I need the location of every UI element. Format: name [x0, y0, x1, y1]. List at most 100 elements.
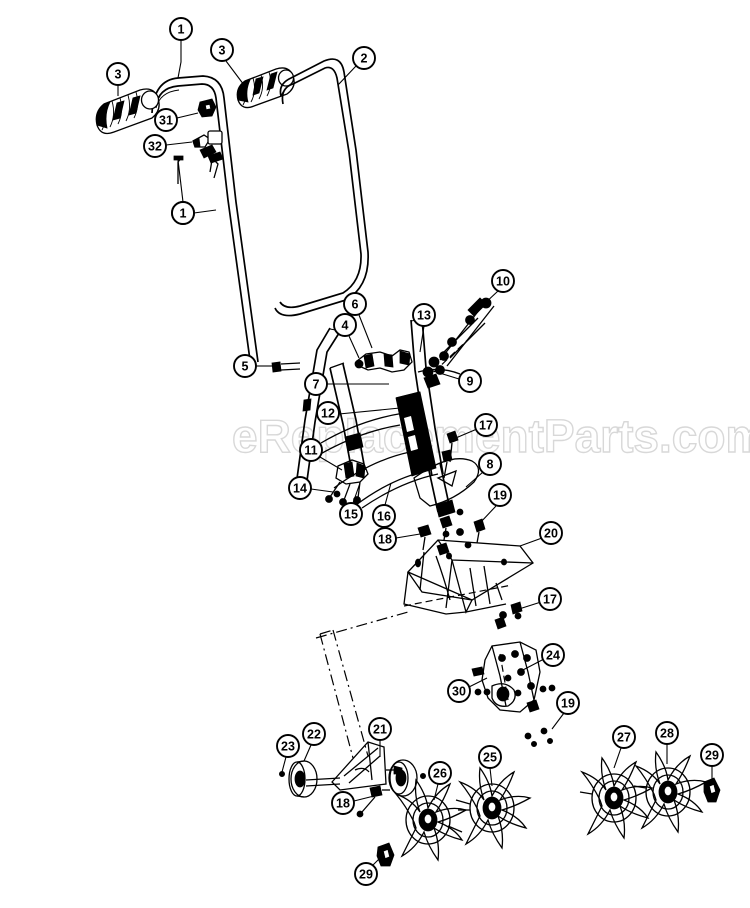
callout-bubble-5[interactable] — [233, 354, 257, 378]
callout-31[interactable]: 31 — [154, 108, 199, 132]
callout-leader-27 — [613, 747, 622, 769]
callout-29[interactable]: 29 — [354, 855, 383, 886]
callout-25[interactable]: 25 — [478, 745, 502, 787]
callout-27[interactable]: 27 — [612, 725, 636, 769]
callout-number-27: 27 — [617, 731, 631, 745]
frame-center-column — [329, 362, 366, 473]
callout-bubble-31[interactable] — [154, 108, 178, 132]
callout-number-13: 13 — [417, 309, 431, 323]
callout-number-22: 22 — [307, 728, 321, 742]
callout-9[interactable]: 9 — [429, 369, 482, 393]
callout-bubble-15[interactable] — [339, 502, 363, 526]
callout-bubble-1[interactable] — [169, 17, 193, 41]
callout-24[interactable]: 24 — [520, 643, 565, 672]
callout-bubble-20[interactable] — [539, 521, 563, 545]
tine-assembly-28 — [633, 750, 708, 834]
callout-bubble-27[interactable] — [612, 725, 636, 749]
callout-bubble-24[interactable] — [541, 643, 565, 667]
callout-bubble-10[interactable] — [491, 269, 515, 293]
callout-26[interactable]: 26 — [428, 761, 452, 801]
tine-assembly-26 — [393, 778, 468, 862]
callout-bubble-14[interactable] — [288, 476, 312, 500]
callout-28[interactable]: 28 — [655, 721, 679, 764]
callout-bubble-28[interactable] — [655, 721, 679, 745]
callout-leader-16 — [384, 482, 392, 506]
callout-5[interactable]: 5 — [233, 354, 272, 378]
callout-bubble-29[interactable] — [354, 862, 378, 886]
callout-bubble-16[interactable] — [372, 504, 396, 528]
hex-bolt-17b — [494, 601, 523, 630]
callout-1[interactable]: 1 — [169, 17, 193, 79]
callout-23[interactable]: 23 — [276, 734, 300, 773]
callout-bubble-4[interactable] — [333, 313, 357, 337]
callout-bubble-3[interactable] — [210, 38, 234, 62]
callout-bubble-2[interactable] — [352, 46, 376, 70]
callout-bubble-30[interactable] — [447, 679, 471, 703]
callout-18[interactable]: 18 — [373, 527, 421, 551]
callout-leader-11 — [319, 456, 343, 471]
callout-8[interactable]: 8 — [465, 452, 502, 488]
callout-bubble-21[interactable] — [368, 717, 392, 741]
callout-number-23: 23 — [281, 740, 295, 754]
callout-30[interactable]: 30 — [447, 677, 488, 703]
callout-21[interactable]: 21 — [368, 717, 392, 757]
callout-number-29: 29 — [705, 749, 719, 763]
callout-32[interactable]: 32 — [143, 134, 193, 158]
callout-10[interactable]: 10 — [482, 269, 515, 306]
callout-bubble-23[interactable] — [276, 734, 300, 758]
callout-1[interactable]: 1 — [171, 201, 217, 225]
carriage-bolt-row-18 — [417, 515, 472, 556]
callout-bubble-19[interactable] — [488, 483, 512, 507]
callout-number-28: 28 — [660, 727, 674, 741]
callout-bubble-18[interactable] — [373, 527, 397, 551]
callout-bubble-19[interactable] — [556, 691, 580, 715]
callout-leader-1 — [193, 209, 217, 214]
depth-stake-bracket-21 — [305, 741, 403, 791]
callout-bubble-11[interactable] — [299, 438, 323, 462]
callout-22[interactable]: 22 — [302, 722, 326, 762]
callout-18[interactable]: 18 — [331, 791, 375, 815]
tine-retaining-pin-29b — [376, 842, 395, 867]
upper-handle-loop — [274, 58, 369, 317]
callout-20[interactable]: 20 — [519, 521, 563, 547]
callout-bubble-22[interactable] — [302, 722, 326, 746]
callout-12[interactable]: 12 — [316, 401, 401, 425]
lock-nut-19a — [456, 508, 486, 544]
callout-bubble-3[interactable] — [106, 62, 130, 86]
callout-29[interactable]: 29 — [700, 743, 724, 782]
callout-3[interactable]: 3 — [210, 38, 245, 86]
callout-number-8: 8 — [487, 458, 494, 472]
callout-bubble-17[interactable] — [474, 413, 498, 437]
callout-bubble-6[interactable] — [343, 292, 367, 316]
callout-19[interactable]: 19 — [551, 691, 580, 730]
callout-bubble-26[interactable] — [428, 761, 452, 785]
callout-bubble-25[interactable] — [478, 745, 502, 769]
callout-13[interactable]: 13 — [412, 303, 436, 353]
callout-number-32: 32 — [148, 140, 162, 154]
callout-bubble-12[interactable] — [316, 401, 340, 425]
callout-14[interactable]: 14 — [288, 476, 334, 500]
callout-7[interactable]: 7 — [304, 372, 389, 396]
callout-bubble-9[interactable] — [458, 369, 482, 393]
callout-2[interactable]: 2 — [337, 46, 376, 86]
callout-bubble-7[interactable] — [304, 372, 328, 396]
callout-bubble-17[interactable] — [538, 587, 562, 611]
callout-bubble-8[interactable] — [478, 452, 502, 476]
callout-4[interactable]: 4 — [333, 313, 360, 359]
callout-15[interactable]: 15 — [339, 482, 363, 526]
callout-6[interactable]: 6 — [343, 292, 373, 349]
callout-3[interactable]: 3 — [106, 62, 130, 96]
callout-bubble-18[interactable] — [331, 791, 355, 815]
callout-bubble-13[interactable] — [412, 303, 436, 327]
callout-bubble-29[interactable] — [700, 743, 724, 767]
callout-bubble-1[interactable] — [171, 201, 195, 225]
callout-bubble-32[interactable] — [143, 134, 167, 158]
callout-16[interactable]: 16 — [372, 482, 396, 528]
callout-number-25: 25 — [483, 751, 497, 765]
callout-11[interactable]: 11 — [299, 438, 343, 471]
callout-17[interactable]: 17 — [518, 587, 562, 611]
callout-number-14: 14 — [293, 482, 307, 496]
callout-17[interactable]: 17 — [450, 413, 498, 441]
callout-19[interactable]: 19 — [479, 483, 512, 524]
